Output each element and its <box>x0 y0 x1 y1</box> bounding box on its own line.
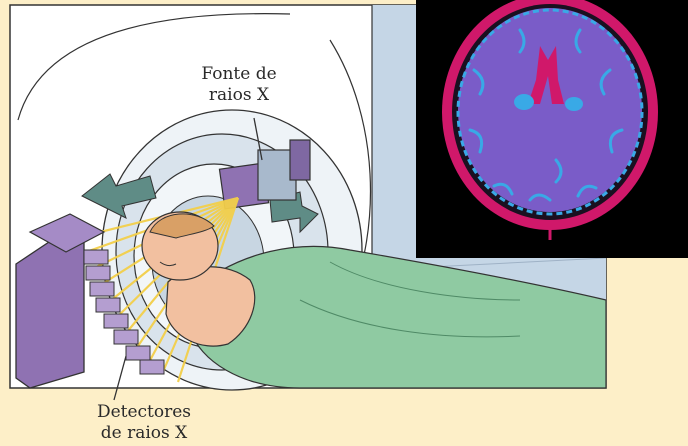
xray-detectors-label-line1: Detectores <box>88 402 200 423</box>
xray-detectors-label-line2: de raios X <box>88 423 200 444</box>
xray-source-label-line1: Fonte de <box>186 64 292 85</box>
xray-detectors-label: Detectores de raios X <box>88 402 200 444</box>
brain-scan-inset <box>416 0 688 258</box>
xray-source-label-line2: raios X <box>186 85 292 106</box>
xray-source-label: Fonte de raios X <box>186 64 292 106</box>
